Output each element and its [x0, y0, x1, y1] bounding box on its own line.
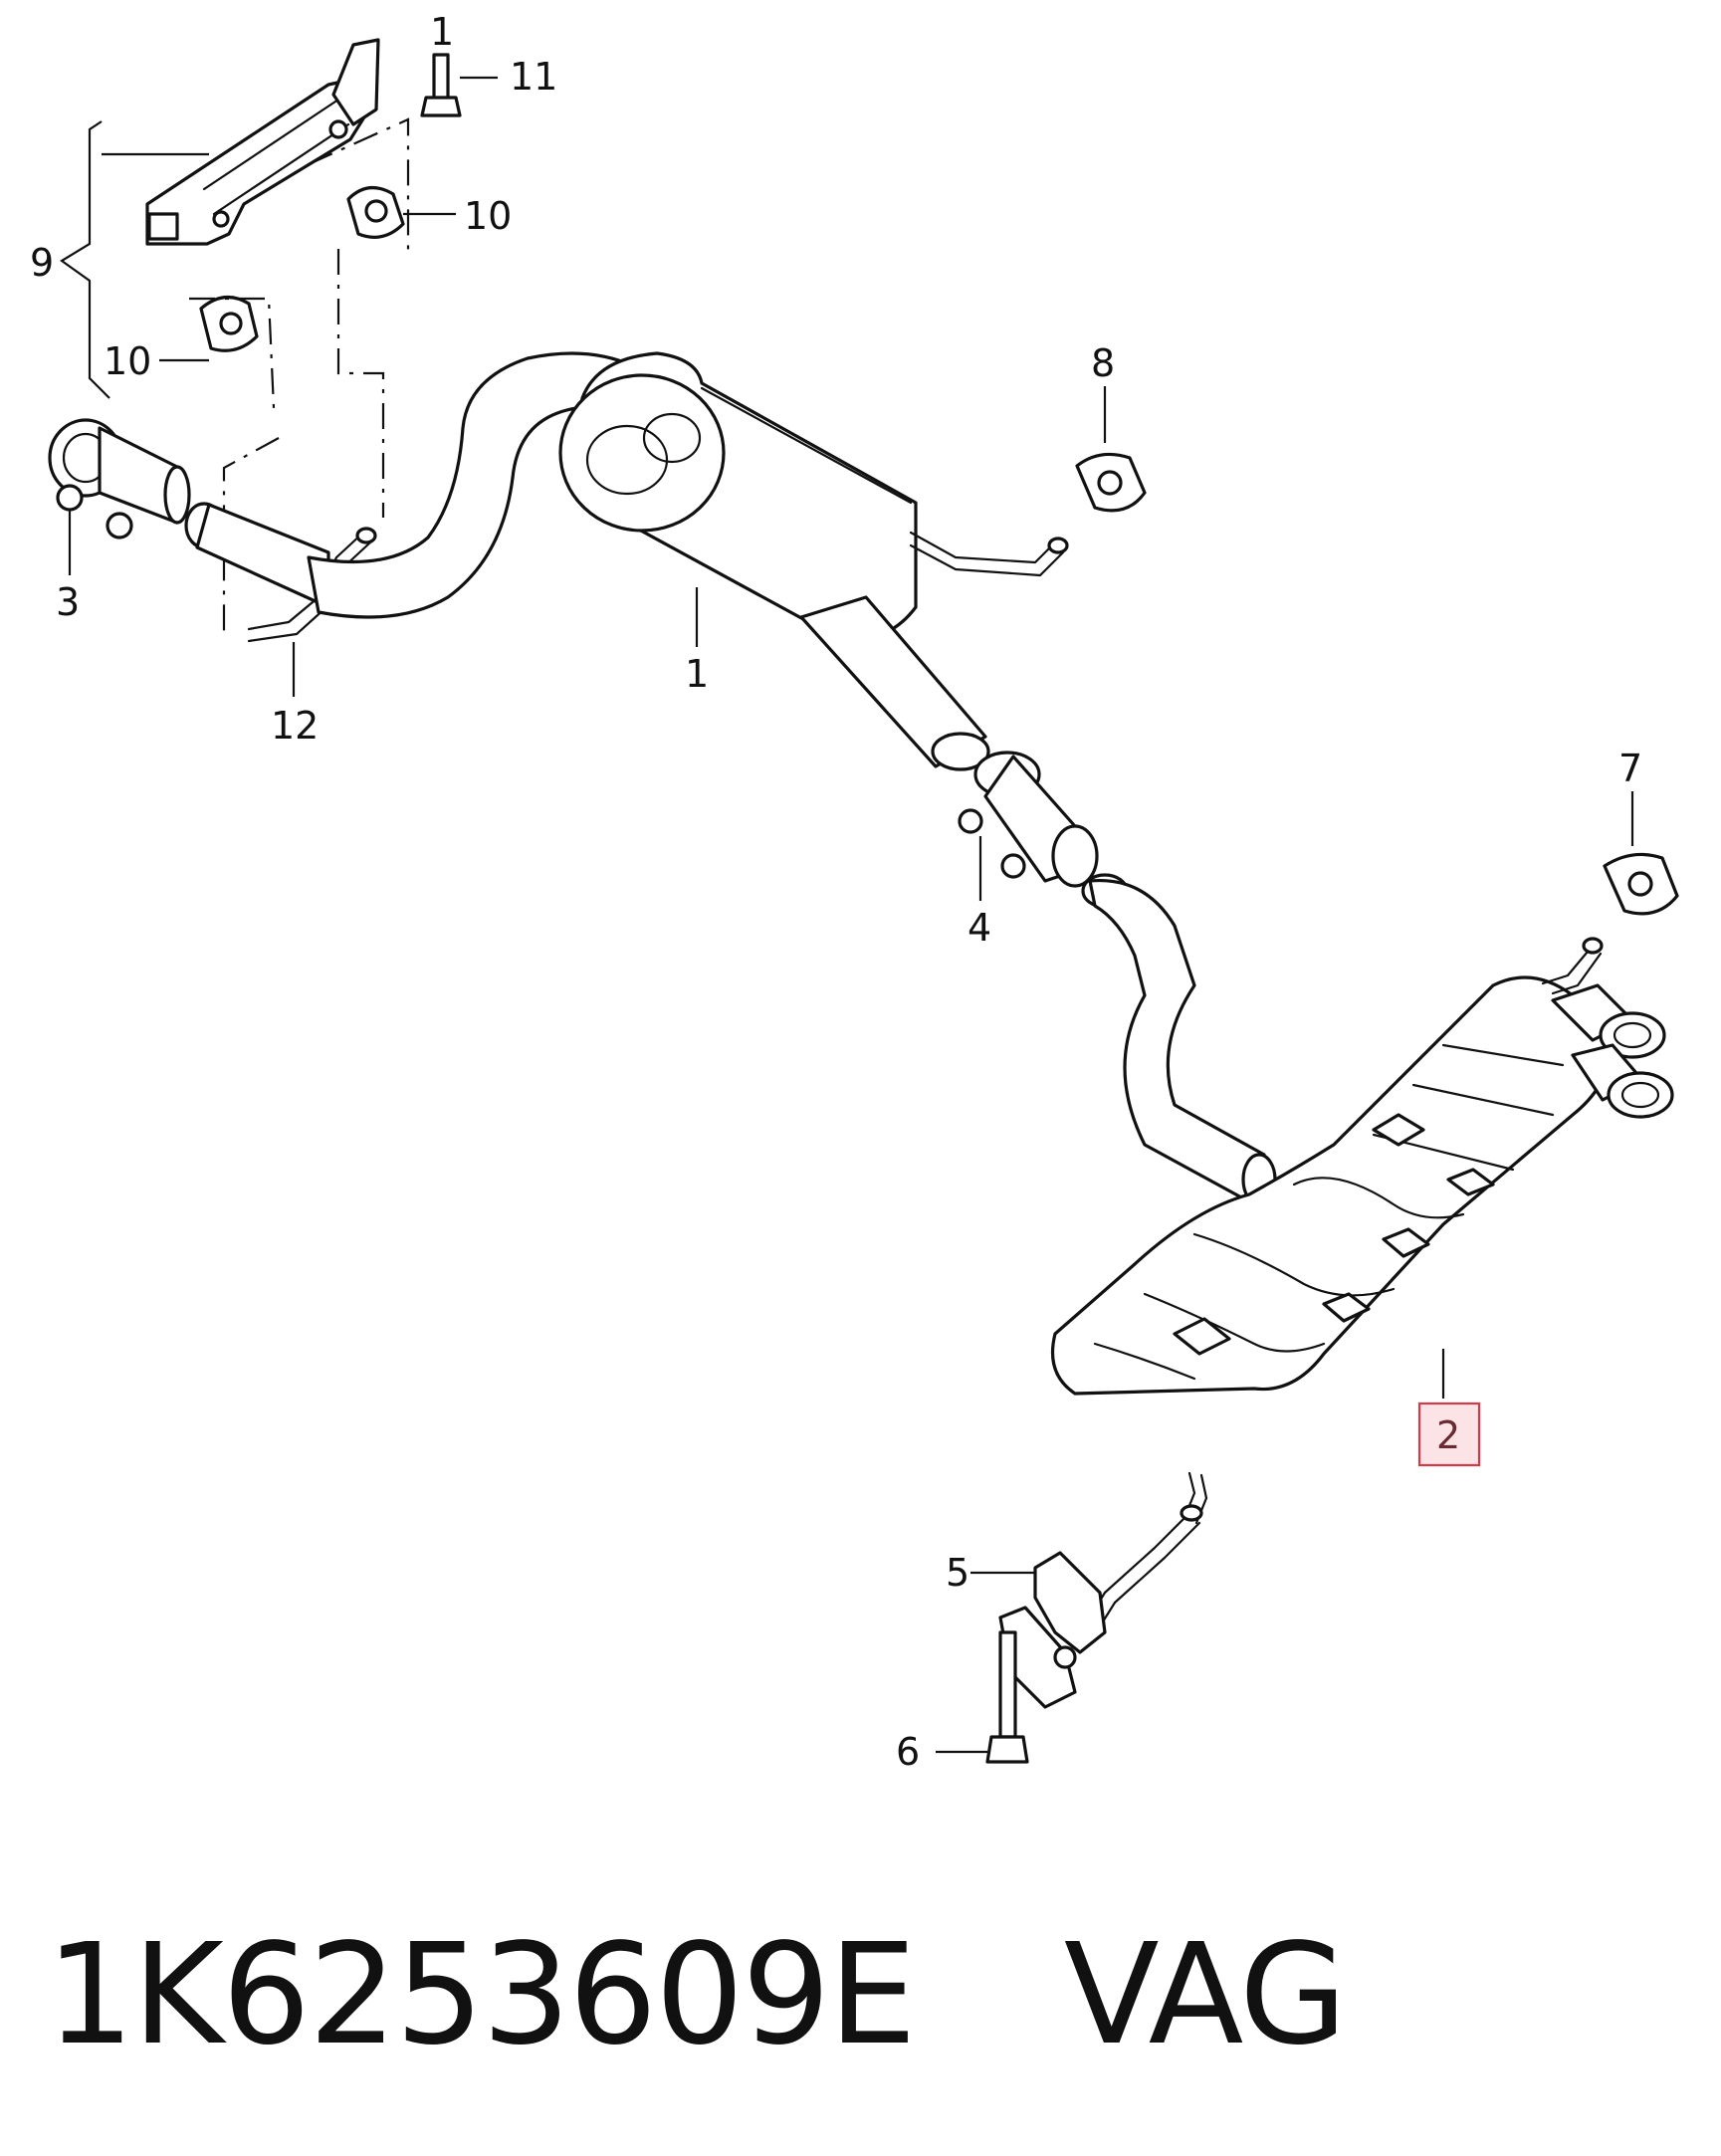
- bolt-6: [936, 1630, 1029, 1764]
- callout-7[interactable]: 7: [1618, 747, 1642, 790]
- callout-4[interactable]: 4: [968, 906, 991, 950]
- front-clamp-3: [48, 418, 191, 575]
- callout-2-highlight-box: [1417, 1401, 1481, 1467]
- callout-6[interactable]: 6: [896, 1730, 920, 1774]
- callout-2[interactable]: 2: [1436, 1413, 1460, 1457]
- tailpipes: [1551, 983, 1674, 1119]
- callout-9[interactable]: 9: [30, 241, 54, 285]
- callout-10-left[interactable]: 10: [104, 339, 151, 383]
- brand-name: VAG: [1063, 1914, 1348, 2076]
- clamp-4: [958, 751, 1099, 901]
- callout-3[interactable]: 3: [56, 580, 80, 624]
- rear-silencer-2: [1050, 975, 1611, 1399]
- part-caption: 1K6253609E VAG: [46, 1896, 1698, 2095]
- hanger-rod-7: [1541, 937, 1604, 995]
- part-number: 1K6253609E: [46, 1914, 917, 2076]
- exhaust-system-diagram: 1 11 10 9 10 3 12 1 8 4 7 2 5 6: [30, 10, 1679, 1774]
- rubber-hanger-10-left: [159, 296, 276, 409]
- rubber-hanger-7: [1603, 791, 1679, 916]
- callout-10-top[interactable]: 10: [464, 194, 512, 238]
- callout-12[interactable]: 12: [271, 704, 319, 748]
- callout-11[interactable]: 11: [510, 55, 557, 99]
- callout-8[interactable]: 8: [1091, 341, 1115, 385]
- front-pipe: [184, 502, 330, 609]
- hanger-rod-8: [909, 531, 1069, 577]
- front-bracket: [145, 38, 380, 246]
- callout-1-top[interactable]: 1: [430, 10, 454, 54]
- rubber-hanger-8: [1075, 386, 1147, 513]
- bracket-9-brace: [60, 120, 209, 399]
- bracket-5: [970, 1551, 1107, 1709]
- rear-pipe: [1081, 873, 1277, 1206]
- rubber-hanger-10-top: [308, 117, 456, 254]
- callout-1-mid[interactable]: 1: [685, 652, 709, 696]
- middle-silencer-1: [558, 351, 918, 647]
- callout-5[interactable]: 5: [946, 1551, 969, 1595]
- bolt-11: [420, 53, 498, 117]
- connecting-pipe: [799, 595, 990, 771]
